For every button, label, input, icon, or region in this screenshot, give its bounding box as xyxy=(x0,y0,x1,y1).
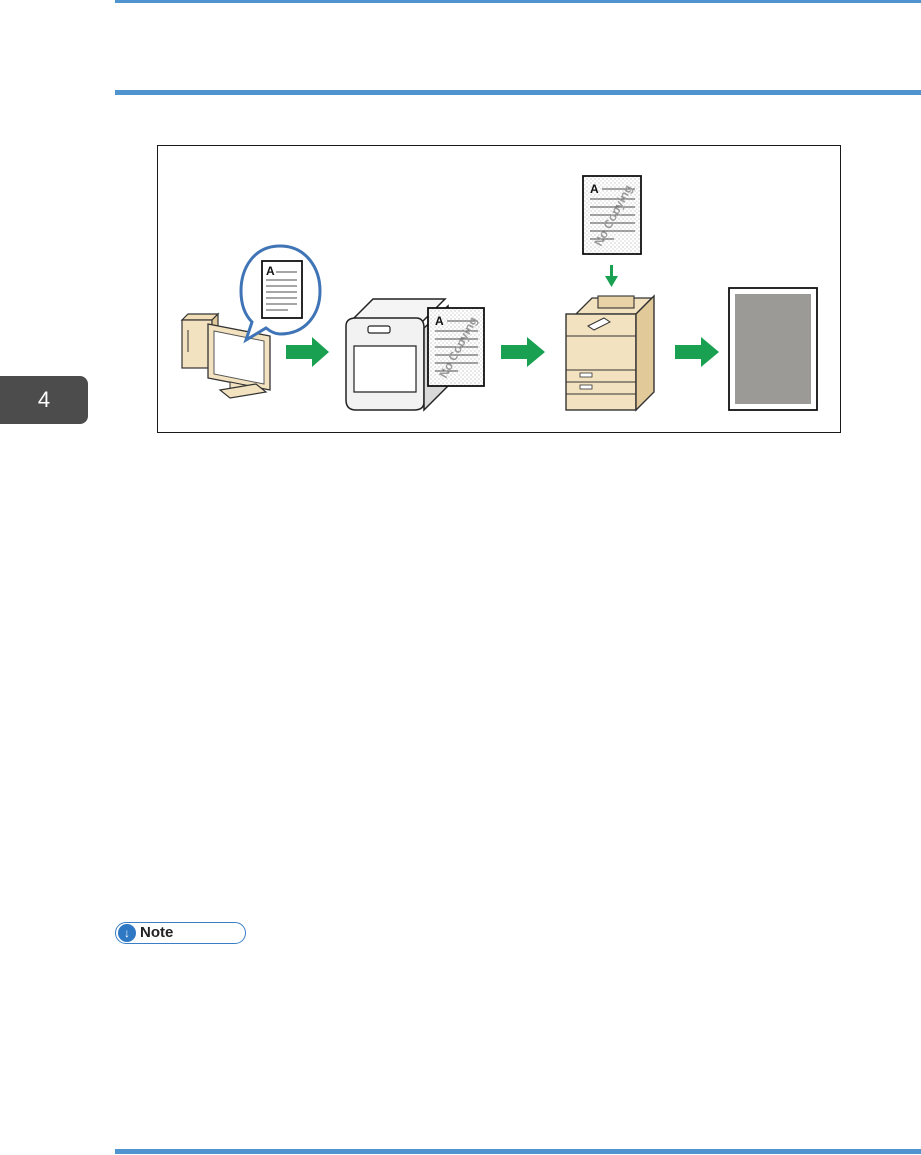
flow-arrow-3 xyxy=(675,337,719,367)
note-badge: ↓ Note xyxy=(115,922,246,944)
document-icon: A xyxy=(262,261,302,318)
protected-document-icon: A No Copying xyxy=(428,308,484,386)
copier-icon xyxy=(566,296,654,410)
flow-arrow-down xyxy=(605,265,618,287)
note-label: Note xyxy=(140,924,173,942)
flow-arrow-1 xyxy=(286,337,329,367)
doc-letter: A xyxy=(590,182,599,196)
top-rule xyxy=(115,0,921,3)
blank-gray-page-icon xyxy=(729,288,817,410)
flow-arrow-2 xyxy=(501,337,545,367)
unauthorized-copy-prevention-figure: A A N xyxy=(157,145,841,433)
chapter-number: 4 xyxy=(38,387,50,412)
chapter-tab: 4 xyxy=(0,376,88,424)
heading-rule xyxy=(115,90,921,95)
bottom-rule xyxy=(115,1149,921,1154)
protected-document-icon: A No Copying xyxy=(583,176,641,254)
doc-letter: A xyxy=(435,314,444,328)
arrow-down-circle-icon: ↓ xyxy=(118,924,136,942)
figure-drawing: A A N xyxy=(158,146,842,434)
doc-letter: A xyxy=(266,264,275,278)
